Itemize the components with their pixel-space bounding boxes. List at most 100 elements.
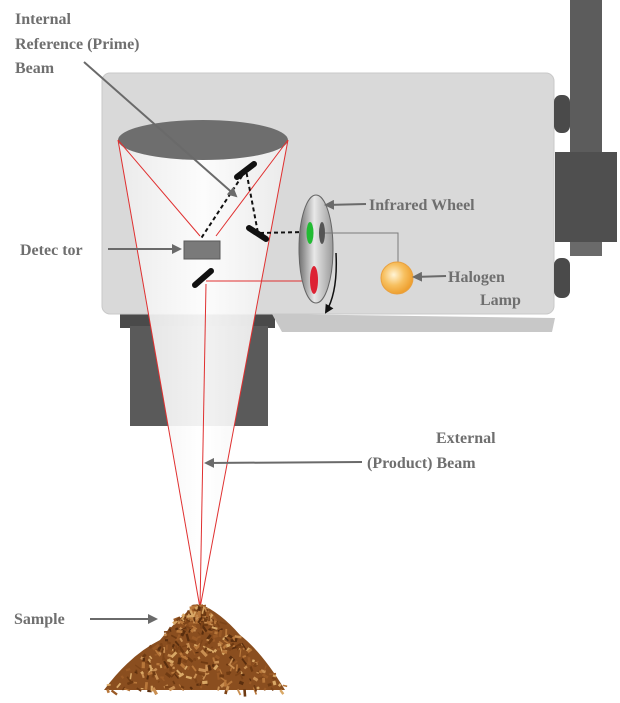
sample-grain bbox=[196, 635, 201, 639]
sample-grain bbox=[199, 621, 204, 629]
sample-grain bbox=[211, 626, 218, 630]
sample-grain bbox=[157, 645, 162, 652]
sample-grain bbox=[177, 621, 181, 625]
sample-grain bbox=[146, 675, 150, 680]
sample-grain bbox=[240, 674, 244, 680]
sample-grain bbox=[192, 611, 197, 617]
sample-grain bbox=[213, 664, 219, 671]
sample-grain bbox=[241, 642, 247, 650]
sample-grain bbox=[178, 672, 185, 678]
sample-grain bbox=[212, 615, 216, 620]
sample-grain bbox=[147, 671, 154, 676]
sample-grain bbox=[223, 639, 230, 645]
sample-grain bbox=[171, 643, 175, 648]
sample-grain bbox=[181, 613, 186, 618]
sample-grain bbox=[172, 680, 176, 685]
sample-grain bbox=[142, 657, 146, 662]
halogen-lamp-label-line2: Lamp bbox=[480, 292, 521, 309]
sample-grain bbox=[195, 614, 199, 617]
sample-grain bbox=[263, 665, 267, 671]
sample-grain bbox=[207, 630, 213, 634]
sample-grain bbox=[203, 617, 208, 623]
sample-grain bbox=[181, 644, 188, 648]
sample-grain bbox=[136, 687, 142, 692]
sample-grain bbox=[179, 637, 184, 643]
sample-grain bbox=[201, 624, 208, 633]
sample-grain bbox=[206, 634, 212, 641]
sample-grain bbox=[242, 655, 247, 658]
halogen-lamp bbox=[380, 261, 414, 295]
sample-grain bbox=[110, 689, 118, 696]
sample-grain bbox=[129, 673, 133, 680]
sample-grain bbox=[164, 639, 169, 642]
label-arrows bbox=[83, 61, 447, 624]
sample-grain bbox=[163, 660, 170, 669]
sample-grain bbox=[192, 657, 197, 662]
sample-grain bbox=[203, 647, 208, 653]
internal-reference-label-line2: Reference (Prime) bbox=[15, 36, 140, 53]
sample-grain bbox=[282, 684, 288, 688]
sample-grain bbox=[225, 647, 233, 651]
sample-grain bbox=[202, 611, 207, 617]
sample-grain bbox=[197, 656, 201, 660]
sample-grain bbox=[163, 647, 166, 653]
sample-grain bbox=[258, 670, 263, 674]
sample-grain bbox=[152, 643, 160, 651]
sample-grain bbox=[208, 615, 211, 622]
sample-grain bbox=[197, 672, 206, 677]
sample-grain bbox=[213, 648, 218, 653]
sample-grain bbox=[206, 638, 210, 642]
sample-grain bbox=[262, 677, 266, 683]
upper-mirror bbox=[234, 161, 257, 180]
sample-grain bbox=[185, 625, 191, 630]
sample-grain bbox=[212, 634, 219, 639]
sample-grain bbox=[106, 689, 110, 694]
sample-grain bbox=[212, 657, 216, 662]
sample-grain bbox=[163, 665, 167, 670]
sample-grain bbox=[151, 687, 158, 696]
sample-grain bbox=[174, 640, 180, 647]
sample-grain bbox=[207, 651, 213, 654]
sample-grain bbox=[152, 667, 158, 673]
sample-grain bbox=[234, 635, 242, 639]
sample-grain bbox=[200, 661, 209, 665]
lower-mirror bbox=[192, 268, 214, 288]
sample-grain bbox=[191, 665, 197, 672]
sample-grain bbox=[225, 680, 233, 687]
sample-grain bbox=[235, 664, 239, 672]
sample-grain bbox=[202, 680, 208, 685]
sample-grain bbox=[125, 667, 131, 672]
sample-grain bbox=[186, 614, 193, 618]
sample-grain bbox=[272, 674, 277, 678]
sample-grain bbox=[219, 668, 223, 675]
sample-grain bbox=[197, 611, 201, 618]
sample-grain bbox=[185, 618, 191, 623]
sample-grain bbox=[180, 629, 186, 637]
sample-grain bbox=[163, 635, 169, 640]
sample-grain bbox=[202, 672, 207, 680]
sample-grain bbox=[204, 607, 208, 613]
sample-grain bbox=[157, 680, 160, 684]
reflected-beam-right bbox=[215, 139, 289, 237]
sample-grain bbox=[253, 684, 258, 692]
sample-grain bbox=[219, 674, 225, 678]
external-beam-right-edge bbox=[199, 139, 289, 609]
internal-reference-label-line1: Internal bbox=[15, 11, 72, 28]
sample-grain bbox=[199, 685, 203, 689]
mirrors bbox=[192, 161, 269, 288]
sample-grain bbox=[234, 671, 242, 677]
sample-grain bbox=[207, 664, 212, 671]
external-beam-center bbox=[199, 283, 207, 609]
detector bbox=[183, 240, 221, 260]
sample-grain bbox=[120, 675, 125, 679]
sample-grain bbox=[269, 672, 277, 676]
sample-grain bbox=[236, 689, 242, 696]
sample-grain bbox=[171, 671, 176, 675]
sample-grain bbox=[261, 673, 269, 679]
sample-grain bbox=[179, 662, 186, 669]
sample-grain bbox=[214, 631, 218, 635]
sample-grain bbox=[272, 680, 277, 686]
sample-grain bbox=[147, 667, 151, 671]
sample-grain bbox=[247, 657, 252, 666]
sample-grain bbox=[185, 675, 193, 680]
